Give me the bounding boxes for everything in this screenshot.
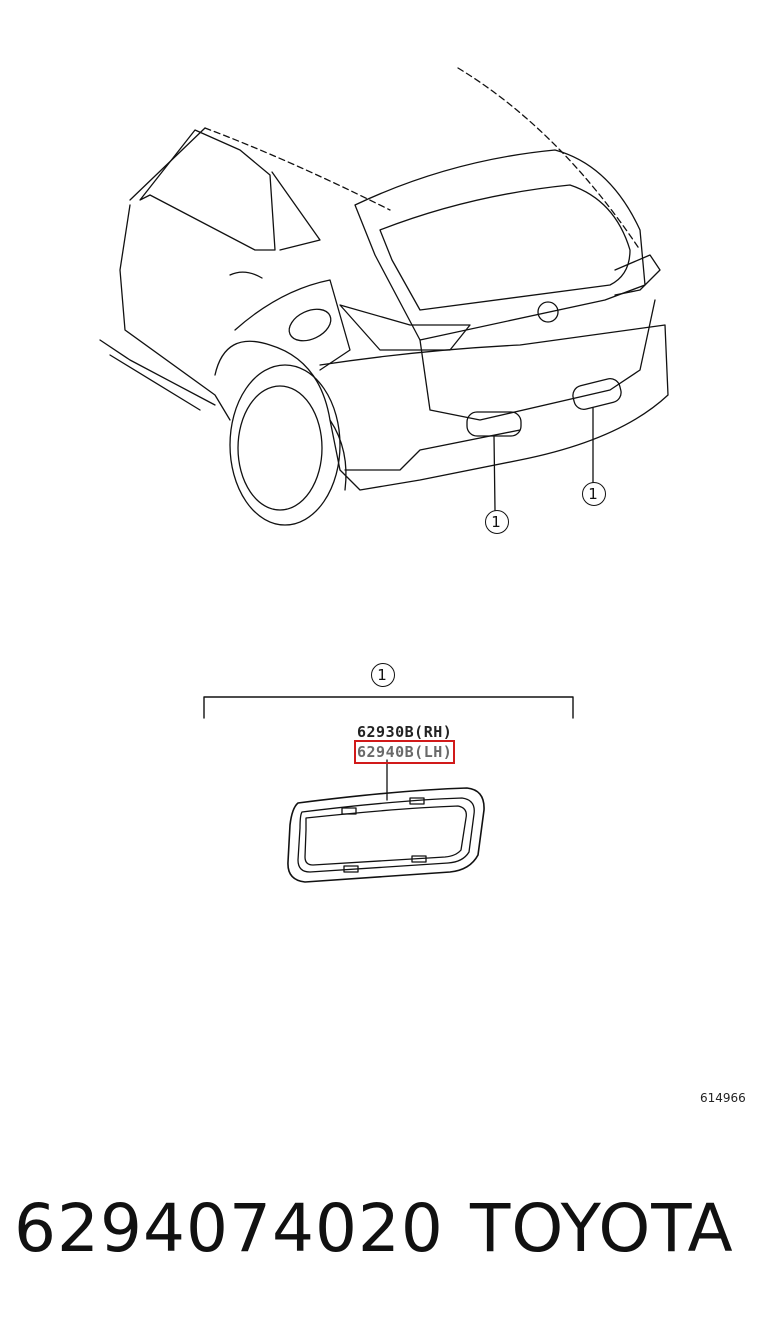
callout-number: 1 xyxy=(588,485,598,503)
illustration-id: 614966 xyxy=(700,1091,746,1105)
footer-brand: TOYOTA xyxy=(470,1190,734,1267)
callout-number: 1 xyxy=(377,666,387,684)
callout-number: 1 xyxy=(491,513,501,531)
part-label-lh: 62940B(LH) xyxy=(353,740,456,764)
callout-marker: 1 xyxy=(369,662,397,690)
footer: 6294074020 TOYOTA xyxy=(0,1190,760,1280)
footer-part-number: 6294074020 xyxy=(14,1190,444,1267)
part-label-rh: 62930B(RH) xyxy=(357,723,453,741)
callout-marker: 1 xyxy=(483,509,511,537)
callout-marker: 1 xyxy=(580,481,608,509)
